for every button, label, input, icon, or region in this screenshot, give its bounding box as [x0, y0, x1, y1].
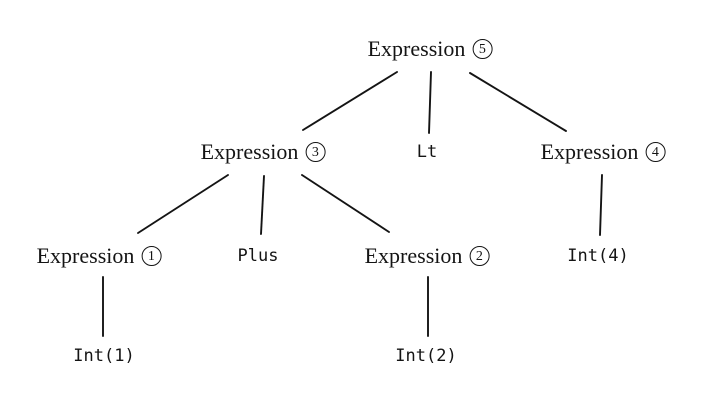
- node-label: Lt: [416, 142, 438, 162]
- edge-expr4-int4: [599, 174, 603, 236]
- tree-node-expression-5: Expression 5: [368, 36, 493, 62]
- tree-node-int1: Int(1): [73, 346, 134, 366]
- circled-number-icon: 4: [645, 142, 666, 162]
- circled-number-icon: 2: [469, 246, 490, 266]
- edge-expr3-expr2: [301, 174, 390, 233]
- node-label: Expression: [36, 243, 135, 268]
- tree-node-int2: Int(2): [395, 346, 456, 366]
- node-label: Expression: [540, 139, 639, 164]
- edge-expr5-expr4: [469, 72, 567, 132]
- tree-node-expression-4: Expression 4: [541, 139, 666, 165]
- node-label: Int(1): [73, 346, 135, 366]
- tree-node-lt: Lt: [417, 142, 437, 162]
- tree-node-expression-2: Expression 2: [365, 243, 490, 269]
- edge-expr5-expr3: [302, 71, 398, 131]
- edge-expr5-lt: [428, 71, 432, 134]
- node-label: Expression: [367, 36, 466, 61]
- node-label: Expression: [200, 139, 299, 164]
- tree-node-int4: Int(4): [567, 246, 628, 266]
- edge-expr3-plus: [260, 175, 265, 235]
- node-label: Int(4): [567, 246, 629, 266]
- node-label: Plus: [237, 246, 279, 266]
- tree-node-expression-1: Expression 1: [37, 243, 162, 269]
- tree-node-expression-3: Expression 3: [201, 139, 326, 165]
- edge-expr3-expr1: [137, 174, 229, 234]
- circled-number-icon: 3: [305, 142, 326, 162]
- circled-number-icon: 1: [141, 246, 162, 266]
- tree-node-plus: Plus: [238, 246, 279, 266]
- node-label: Int(2): [395, 346, 457, 366]
- circled-number-icon: 5: [472, 39, 493, 59]
- node-label: Expression: [364, 243, 463, 268]
